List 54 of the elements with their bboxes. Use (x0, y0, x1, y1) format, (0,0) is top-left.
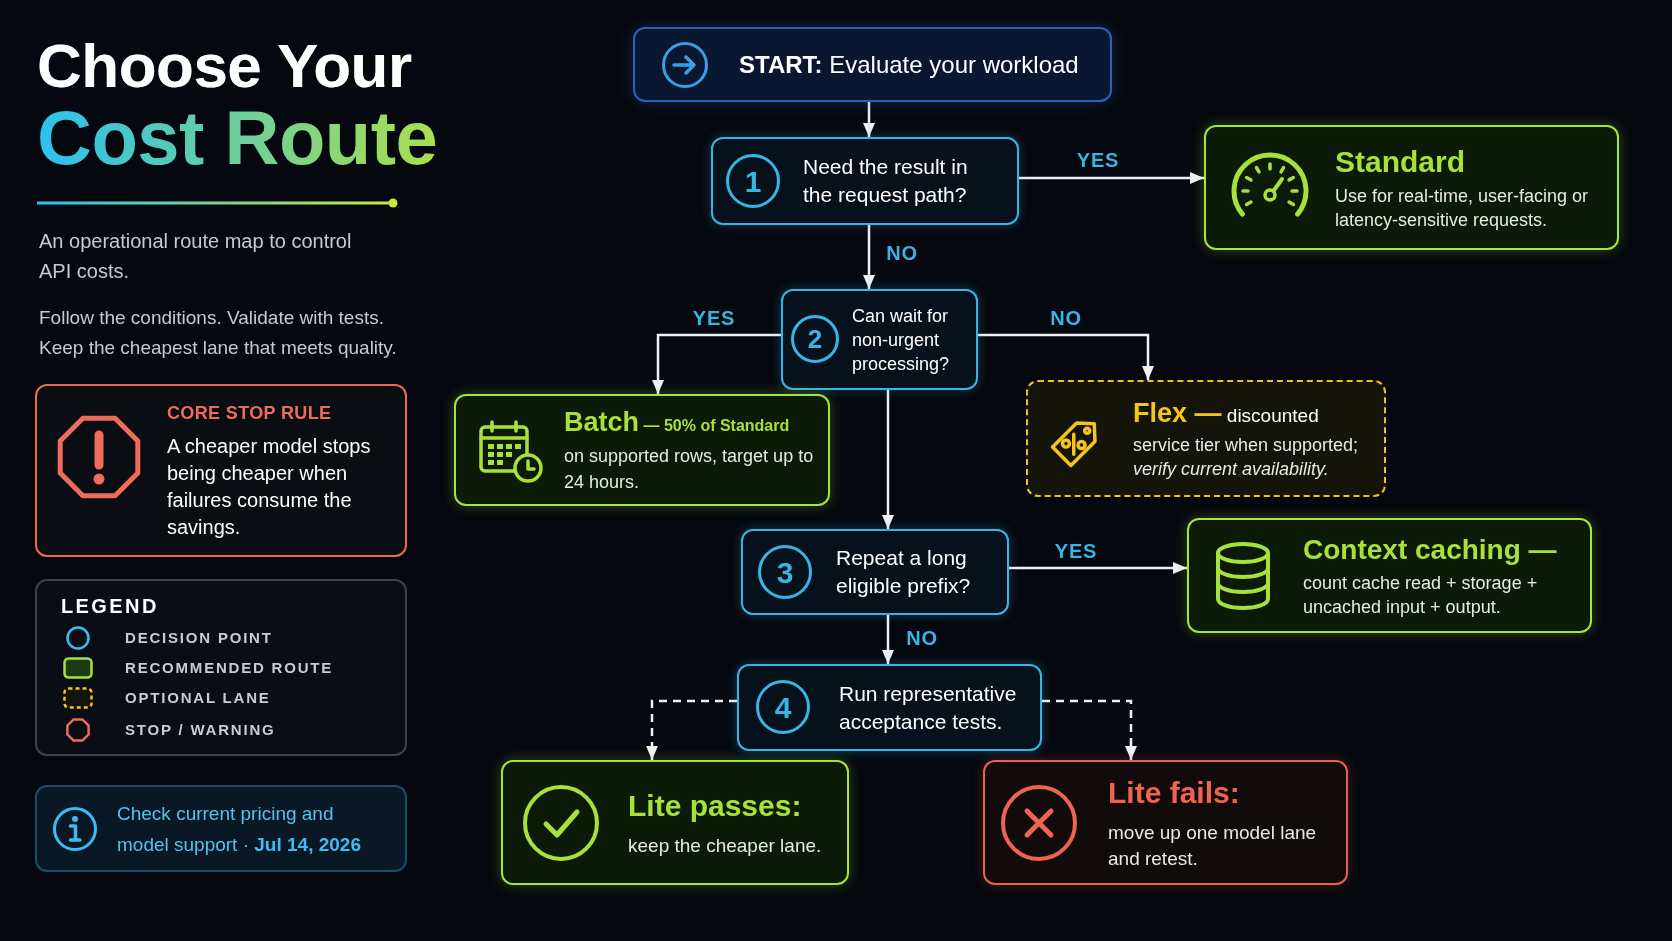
flow-arrow (882, 615, 894, 664)
decision-box (741, 529, 1009, 615)
route-text: move up one model lane and retest. (1108, 820, 1318, 871)
decision-box (737, 664, 1042, 751)
question-text: Repeat a long eligible prefix? (836, 545, 972, 599)
flow-arrow (978, 333, 1154, 380)
start-text: START: Evaluate your workload (739, 49, 1079, 80)
route-title: Lite fails: (1108, 774, 1240, 811)
route-box (1204, 125, 1619, 250)
route-box (1187, 518, 1592, 633)
flow-arrow (1009, 562, 1187, 574)
legend-label: RECOMMENDED ROUTE (125, 657, 334, 678)
flow-arrow (882, 390, 894, 529)
route-text: on supported rows, target up to 24 hours. (564, 445, 815, 494)
legend-title: LEGEND (61, 594, 159, 619)
step-number: 2 (791, 315, 839, 363)
dashed-arrow (646, 699, 737, 760)
route-box (501, 760, 849, 885)
panel-heading: CORE STOP RULE (167, 401, 332, 425)
panel-text: A cheaper model stops being cheaper when failures consume the savings. (167, 433, 372, 540)
route-text: keep the cheaper lane. (628, 833, 822, 858)
decision-box (781, 289, 978, 390)
step-number: 4 (756, 680, 810, 734)
route-title: Context caching — (1303, 532, 1557, 567)
legend-label: OPTIONAL LANE (125, 687, 271, 708)
route-title: Standard (1335, 143, 1466, 180)
flow-arrow (652, 333, 781, 394)
legend-label: STOP / WARNING (125, 719, 276, 740)
flow-arrow (863, 225, 875, 289)
route-title: Flex — discounted (1133, 397, 1319, 430)
flow-arrow (863, 102, 875, 137)
route-text: service tier when supported; verify current availability. (1133, 434, 1360, 481)
intro-text: Follow the conditions. Validate with tests. Keep the cheapest lane that meets quality. (39, 306, 398, 360)
optional-route-box (1026, 380, 1386, 497)
start-box (633, 27, 1112, 102)
step-number: 1 (726, 154, 780, 208)
dashed-arrow (1042, 699, 1137, 760)
question-text: Run representative acceptance tests. (839, 680, 1018, 735)
info-panel (35, 785, 407, 872)
route-box (454, 394, 830, 506)
decision-box (711, 137, 1019, 225)
step-number: 3 (758, 545, 812, 599)
route-text: Use for real-time, user-facing or latency-sensitive requests. (1335, 184, 1590, 232)
question-text: Can wait for non-urgent processing? (852, 304, 951, 376)
route-text: count cache read + storage + uncached input + output. (1303, 571, 1539, 619)
question-text: Need the result in the request path? (803, 154, 969, 208)
legend-label: DECISION POINT (125, 627, 273, 648)
intro-text: An operational route map to control API costs. (39, 229, 353, 284)
flow-arrow (1019, 172, 1204, 184)
route-title: Batch — 50% of Standard (564, 406, 790, 439)
failure-box (983, 760, 1348, 885)
info-note: Check current pricing and model support · Jul 14, 2026 (117, 801, 362, 857)
route-title: Lite passes: (628, 787, 802, 824)
warning-panel (35, 384, 407, 557)
